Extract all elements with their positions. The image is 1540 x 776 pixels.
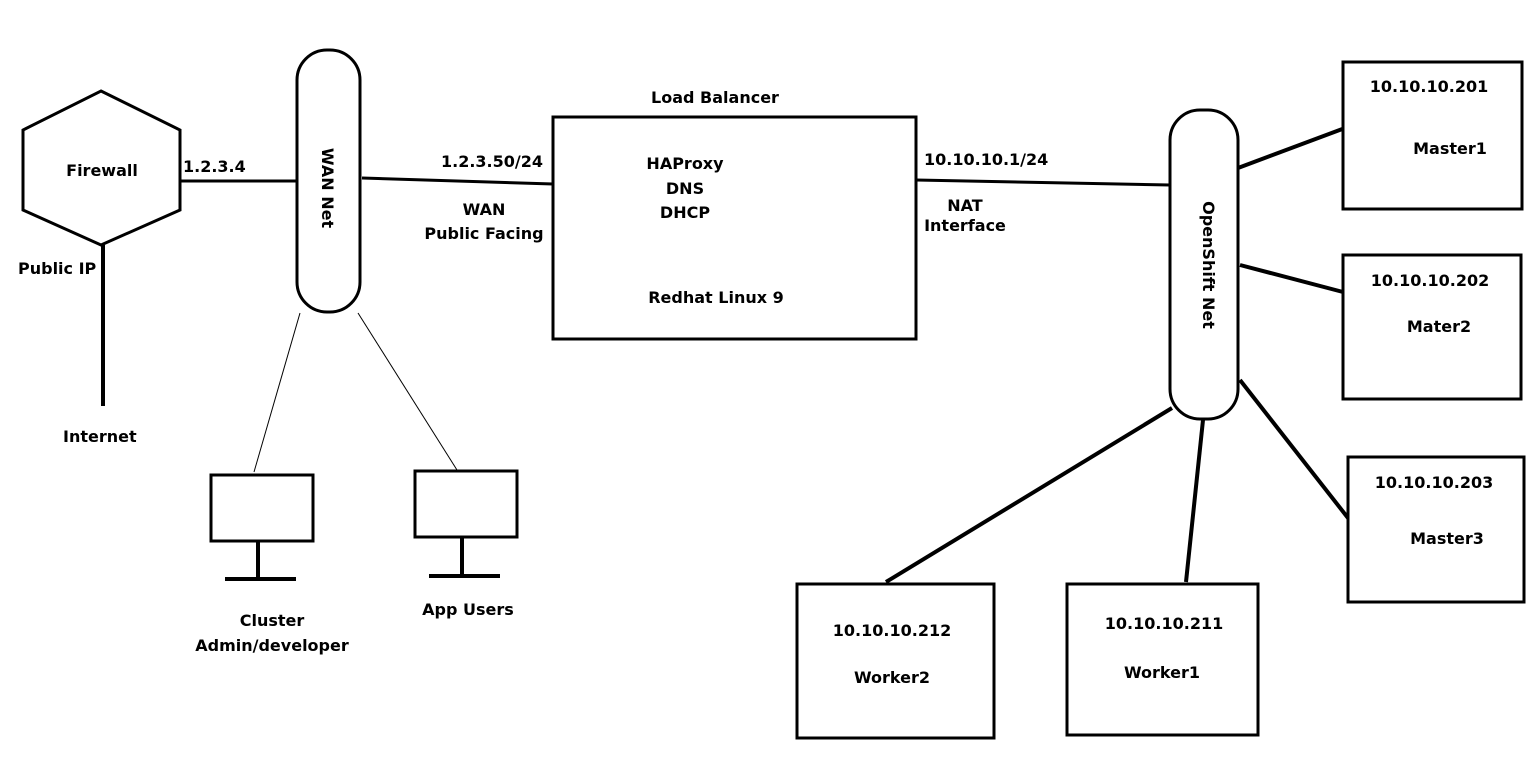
internet-label: Internet <box>63 427 137 446</box>
worker1-ip: 10.10.10.211 <box>1105 614 1223 633</box>
master1-name: Master1 <box>1413 139 1487 158</box>
cluster-admin-label-line1: Cluster <box>240 611 305 630</box>
load-balancer-box <box>551 115 918 341</box>
worker2-box <box>795 582 996 740</box>
firewall-hexagon <box>21 89 182 247</box>
wan-admin-link <box>253 312 301 473</box>
openshift-master3-link <box>1238 378 1350 520</box>
master2-box <box>1341 253 1523 401</box>
openshift-master2-link <box>1239 263 1344 294</box>
firewall-ip: 1.2.3.4 <box>183 157 246 176</box>
openshift-worker2-link <box>884 406 1174 584</box>
public-ip-label: Public IP <box>18 259 97 278</box>
master2-ip: 10.10.10.202 <box>1371 271 1489 290</box>
wan-net-label: WAN Net <box>318 148 337 229</box>
worker2-ip: 10.10.10.212 <box>833 621 951 640</box>
public-facing-label: Public Facing <box>424 224 543 243</box>
openshift-master1-link <box>1237 126 1346 170</box>
lb-service-haproxy: HAProxy <box>646 154 724 173</box>
cluster-admin-monitor-icon <box>209 473 315 581</box>
lb-service-dns: DNS <box>666 179 704 198</box>
master3-box <box>1346 455 1526 604</box>
firewall-label: Firewall <box>66 161 138 180</box>
interface-label: Interface <box>924 216 1006 235</box>
app-users-monitor-icon <box>413 469 519 578</box>
wan-net-bus <box>295 48 362 314</box>
master2-name: Mater2 <box>1407 317 1471 336</box>
master3-ip: 10.10.10.203 <box>1375 473 1493 492</box>
nat-link-ip: 10.10.10.1/24 <box>924 150 1048 169</box>
nat-label: NAT <box>947 196 983 215</box>
openshift-net-label: OpenShift Net <box>1199 201 1218 329</box>
worker1-box <box>1065 582 1260 737</box>
master1-ip: 10.10.10.201 <box>1370 77 1488 96</box>
worker1-name: Worker1 <box>1124 663 1200 682</box>
openshift-worker1-link <box>1184 419 1205 583</box>
worker2-name: Worker2 <box>854 668 930 687</box>
lb-os-label: Redhat Linux 9 <box>648 288 784 307</box>
master3-name: Master3 <box>1410 529 1484 548</box>
wan-loadbalancer-link <box>361 176 554 186</box>
openshift-net-bus <box>1168 108 1240 421</box>
cluster-admin-label-line2: Admin/developer <box>195 636 349 655</box>
loadbalancer-openshift-link <box>915 178 1171 187</box>
wan-link-ip: 1.2.3.50/24 <box>441 152 543 171</box>
load-balancer-title: Load Balancer <box>651 88 779 107</box>
wan-appusers-link <box>357 312 458 471</box>
app-users-label: App Users <box>422 600 514 619</box>
master1-box <box>1341 60 1524 211</box>
wan-label: WAN <box>463 200 506 219</box>
lb-service-dhcp: DHCP <box>660 203 710 222</box>
